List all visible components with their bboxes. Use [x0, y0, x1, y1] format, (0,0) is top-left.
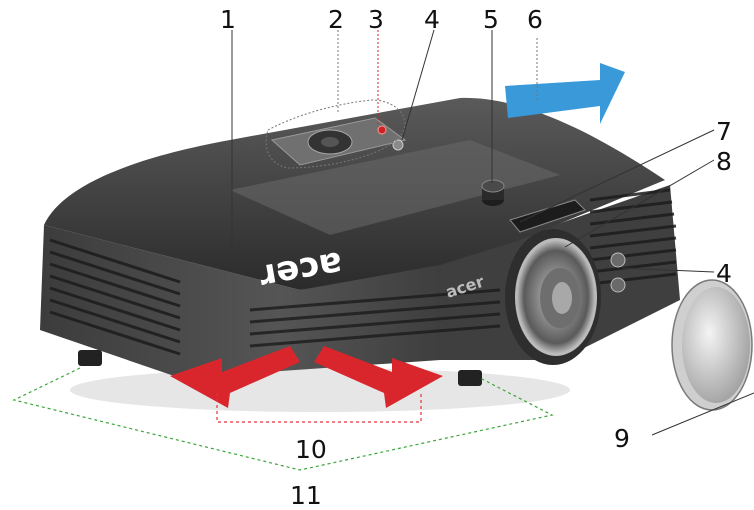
- callout-labels: 1 2 3 4 5 6 7 8 4 9 10 11: [220, 5, 732, 510]
- intake-arrow: [505, 38, 625, 124]
- leader-lines: [231, 29, 754, 436]
- exhaust-arrow-right: [314, 346, 443, 408]
- foot-left: [78, 350, 102, 366]
- callout-10: 10: [295, 435, 327, 464]
- foot-right: [458, 370, 482, 386]
- callout-7: 7: [716, 117, 732, 146]
- power-button[interactable]: [377, 125, 387, 135]
- exhaust-arrow-left: [170, 346, 300, 408]
- ir-receiver-front-lower: [610, 277, 626, 293]
- projection-lens: [505, 229, 601, 365]
- callout-6: 6: [527, 5, 543, 34]
- control-panel[interactable]: [270, 117, 407, 166]
- callout-8: 8: [716, 147, 732, 176]
- callout-1: 1: [220, 5, 236, 34]
- callout-9: 9: [614, 424, 630, 453]
- callout-11: 11: [290, 481, 322, 510]
- ir-receiver-top: [392, 139, 404, 151]
- callout-3: 3: [368, 5, 384, 34]
- exhaust-vent-bracket: [216, 393, 422, 423]
- zoom-ring[interactable]: [481, 179, 505, 206]
- callout-4-top: 4: [424, 5, 440, 34]
- ok-button[interactable]: [321, 137, 339, 147]
- callout-5: 5: [483, 5, 499, 34]
- lens-cap: [671, 279, 753, 411]
- callout-4-front: 4: [716, 259, 732, 288]
- ir-receiver-front-upper: [610, 252, 626, 268]
- feet-outline: [12, 367, 554, 471]
- callout-2: 2: [328, 5, 344, 34]
